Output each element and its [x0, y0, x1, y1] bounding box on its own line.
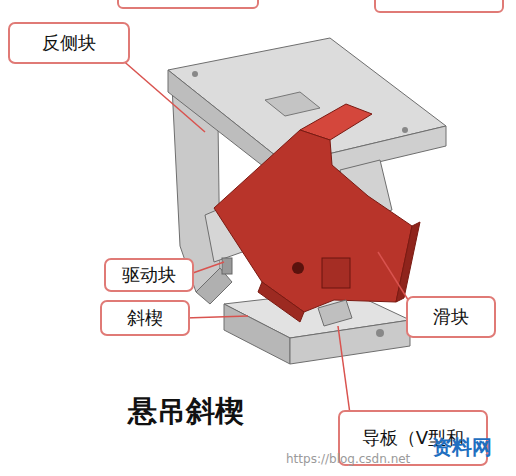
- part-name: 滑块: [433, 306, 469, 328]
- wedge-side: [224, 304, 290, 364]
- slider-hole: [292, 262, 304, 274]
- slider-pocket: [322, 258, 350, 288]
- callout-box: 滑块: [406, 296, 496, 338]
- watermark: https://blog.csdn.net: [286, 452, 410, 466]
- driver-pin: [222, 258, 232, 274]
- cut-callout-box: [118, 0, 258, 8]
- watermark: 资料网: [432, 434, 492, 461]
- leader-line: [185, 316, 248, 318]
- slider-body: [214, 130, 412, 312]
- top-plate-slot: [265, 92, 320, 116]
- leader-line: [120, 58, 205, 132]
- diagram-title: 悬吊斜楔: [128, 392, 244, 432]
- leader-line: [338, 326, 350, 414]
- slider-side: [396, 222, 420, 302]
- callout-box: 驱动块: [104, 258, 194, 292]
- part-name: 反侧块: [42, 32, 96, 54]
- callout-box: 斜楔: [100, 300, 190, 336]
- wedge-front: [290, 320, 410, 364]
- part-name: 驱动块: [122, 264, 176, 286]
- cut-callout-box: [375, 0, 503, 12]
- leader-line: [190, 262, 224, 274]
- bolt-hole: [376, 329, 384, 337]
- callout-box: 反侧块: [8, 22, 130, 64]
- part-name: 斜楔: [127, 307, 163, 329]
- bolt-hole: [402, 127, 408, 133]
- guide-plate: [318, 300, 352, 326]
- bolt-hole: [192, 71, 198, 77]
- slider-bottom: [258, 282, 304, 322]
